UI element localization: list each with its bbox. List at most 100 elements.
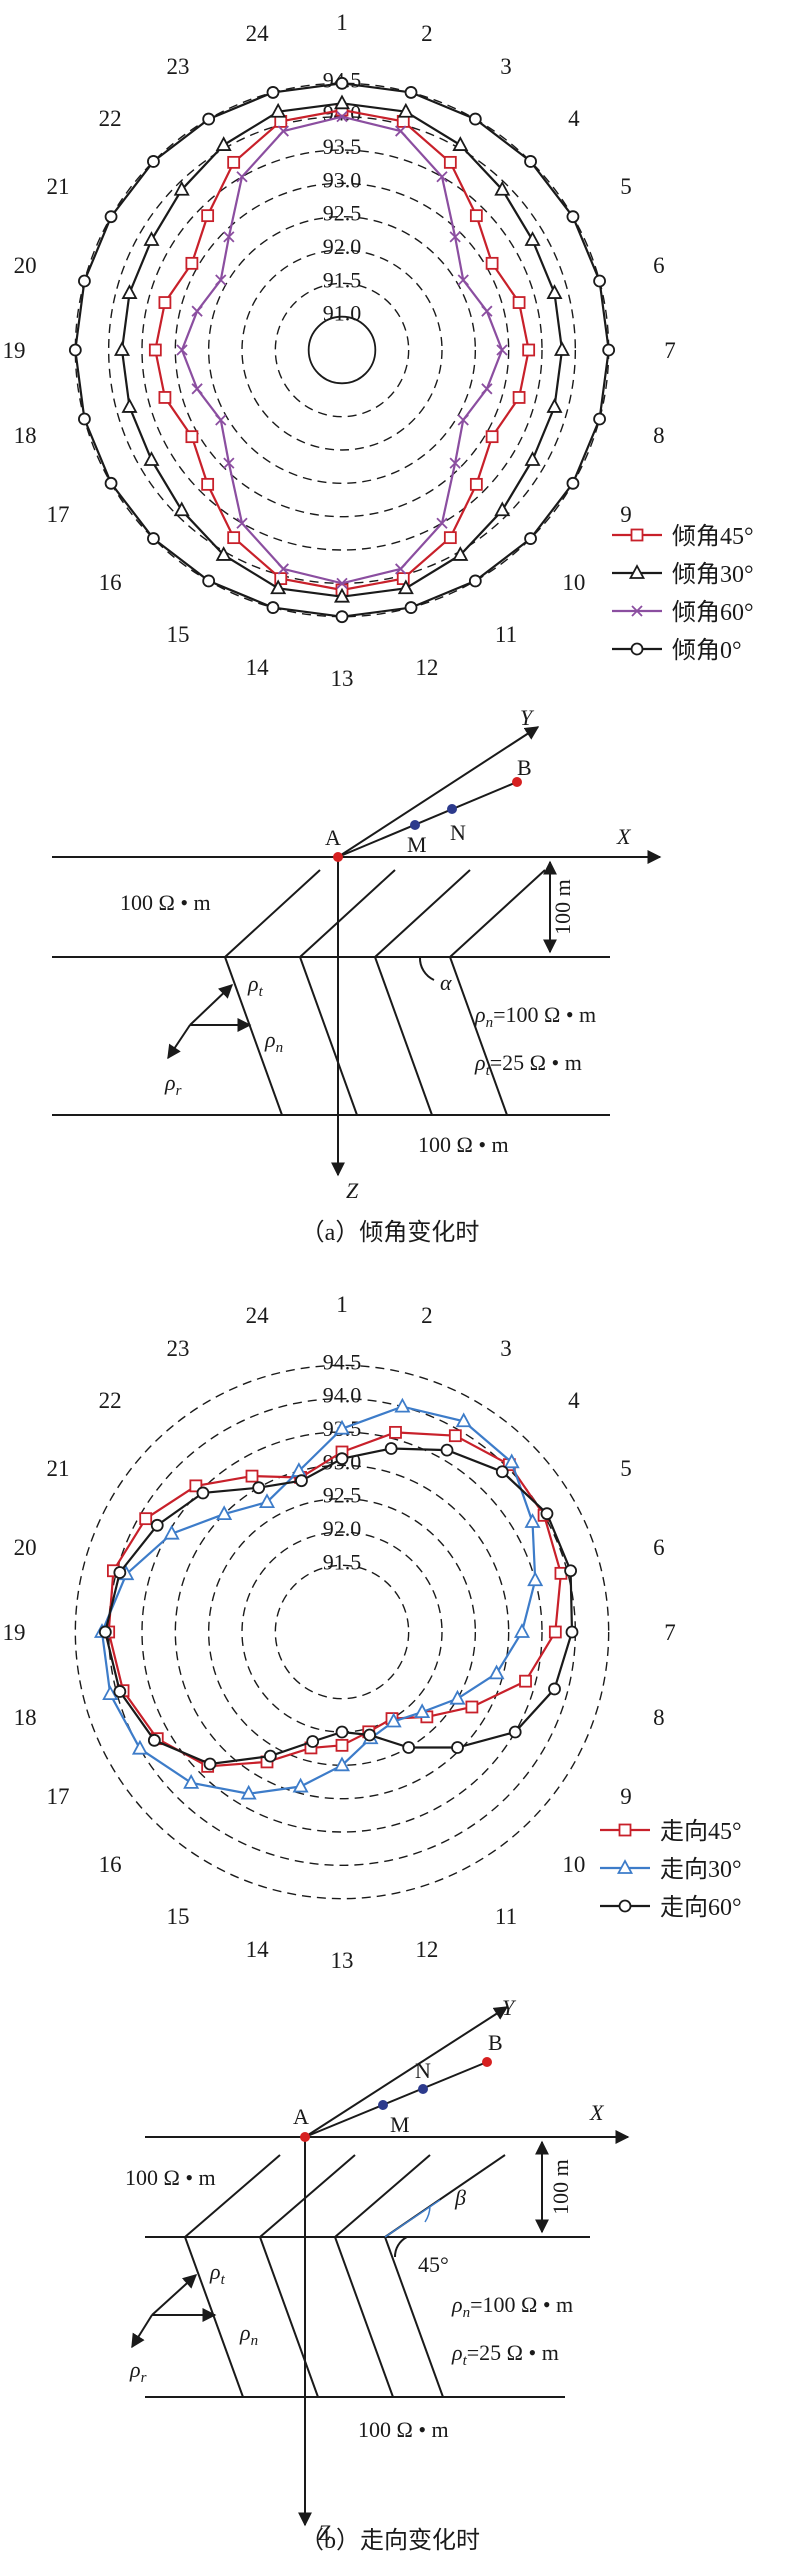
point-m-label: M — [390, 2112, 410, 2137]
legend: 走向45°走向30°走向60° — [600, 1818, 742, 1921]
angle-label: 1 — [336, 10, 348, 35]
data-point — [524, 231, 541, 246]
grid-ring — [174, 182, 510, 518]
alpha-arc — [418, 956, 435, 981]
series-1 — [93, 1397, 544, 1800]
data-point — [335, 1452, 349, 1466]
data-point — [202, 112, 216, 126]
grid-ring — [141, 149, 543, 551]
data-point — [113, 1566, 127, 1579]
angle-label: 13 — [331, 1948, 354, 1973]
grid-ring — [207, 1497, 477, 1767]
beta-label: β — [454, 2185, 466, 2210]
data-point — [236, 517, 248, 529]
bedding-line — [259, 2236, 319, 2398]
point-m-label: M — [407, 832, 427, 857]
electrode-a — [333, 852, 343, 862]
data-point — [98, 1625, 112, 1639]
legend-label: 倾角30° — [672, 561, 754, 588]
data-point — [565, 1625, 579, 1639]
data-point — [113, 1685, 127, 1698]
electrode-n — [447, 804, 457, 814]
rho-n-value: ρn=100 Ω • m — [474, 1002, 596, 1031]
data-point — [295, 1474, 308, 1488]
radial-tick-label: 91.5 — [323, 267, 362, 292]
data-point — [173, 180, 190, 196]
data-point — [277, 125, 289, 137]
data-point — [227, 155, 241, 169]
data-point — [488, 1664, 505, 1680]
angle-label: 16 — [99, 1852, 122, 1877]
angle-label: 7 — [664, 1620, 676, 1645]
data-point — [449, 1689, 466, 1705]
data-point — [183, 1773, 200, 1789]
data-point — [113, 341, 131, 356]
point-n-label: N — [450, 820, 466, 845]
angle-label: 18 — [14, 423, 37, 448]
data-point — [468, 112, 482, 126]
polar-chart-strike: 91.592.092.593.093.594.094.5123456789101… — [3, 1292, 742, 1973]
angle-label: 17 — [46, 502, 69, 527]
electrodes-strike — [300, 2057, 492, 2142]
data-point — [443, 531, 457, 545]
legend-label: 走向30° — [660, 1856, 742, 1883]
series-3 — [68, 76, 616, 624]
data-point — [496, 344, 508, 356]
angle-label: 10 — [562, 1852, 585, 1877]
data-point — [494, 180, 511, 196]
data-point — [104, 210, 118, 224]
angle-label: 1 — [336, 1292, 348, 1317]
data-point — [566, 476, 580, 490]
angle-label: 7 — [664, 338, 676, 363]
legend: 倾角45°倾角30°倾角60°倾角0° — [612, 523, 754, 664]
data-point — [548, 1682, 561, 1696]
grid-ring — [207, 215, 477, 485]
y-axis-label: Y — [520, 705, 535, 730]
data-point — [336, 111, 348, 123]
electrode-b — [512, 777, 522, 787]
data-point — [121, 284, 138, 299]
data-point — [336, 577, 348, 589]
dip-45-arc — [393, 2236, 408, 2258]
point-a-label: A — [325, 825, 341, 850]
data-point — [540, 1507, 554, 1521]
bedding-line — [334, 2236, 394, 2398]
z-axis-label: Z — [318, 2520, 331, 2545]
data-point — [508, 1725, 522, 1739]
data-point — [158, 391, 172, 404]
radial-tick-label: 94.0 — [323, 1383, 362, 1408]
data-point — [451, 1741, 464, 1754]
angle-label: 2 — [421, 21, 433, 46]
alpha-label: α — [440, 970, 452, 995]
data-point — [252, 1481, 266, 1495]
depth-label: 100 m — [548, 2159, 573, 2215]
rho-n-value: ρn=100 Ω • m — [451, 2292, 573, 2321]
data-point — [223, 457, 235, 469]
legend-label: 走向60° — [660, 1894, 742, 1921]
data-point — [527, 1571, 544, 1587]
grid-ring — [274, 1564, 410, 1700]
y-axis — [337, 726, 540, 858]
bedding-line — [374, 869, 471, 958]
angle-label: 20 — [14, 1535, 37, 1560]
data-point — [546, 284, 563, 299]
bedding-line — [184, 2154, 281, 2238]
bedding-line — [449, 956, 508, 1116]
data-point — [402, 1741, 416, 1754]
data-point — [524, 532, 537, 545]
z-axis-label: Z — [346, 1178, 359, 1203]
series-0 — [102, 1425, 568, 1773]
data-point — [216, 1505, 233, 1521]
legend-marker — [630, 642, 644, 656]
data-point — [503, 1453, 520, 1469]
data-point — [384, 1442, 398, 1455]
bedding-line — [384, 2236, 444, 2398]
data-point — [395, 125, 407, 137]
data-point — [469, 209, 483, 223]
electrode-a — [300, 2132, 310, 2142]
data-point — [245, 1469, 259, 1483]
angle-label: 15 — [167, 622, 190, 647]
radial-tick-label: 91.5 — [323, 1549, 362, 1574]
resistivity-top-label: 100 Ω • m — [120, 890, 211, 915]
electrode-b — [482, 2057, 492, 2067]
